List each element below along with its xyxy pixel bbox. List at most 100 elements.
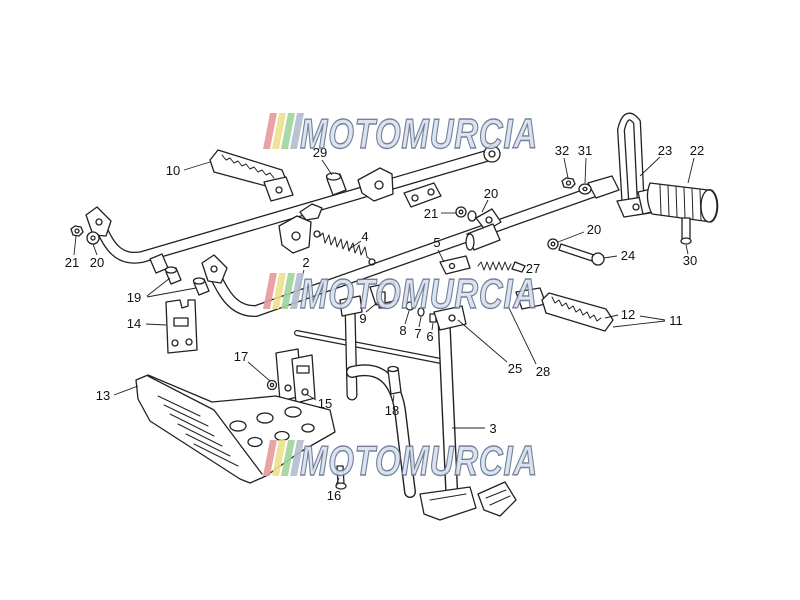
leader-line	[418, 316, 422, 328]
pin-18	[387, 365, 402, 395]
upper-footrest-bar	[85, 145, 501, 274]
bracket-14-hole	[185, 338, 193, 346]
leader-line	[347, 240, 362, 251]
nut-hole	[565, 180, 572, 186]
callout-label: 20	[587, 222, 601, 237]
bracket-15	[275, 348, 316, 404]
callout-label: 17	[234, 349, 248, 364]
callout-label: 22	[690, 143, 704, 158]
footpeg-passenger	[515, 287, 614, 332]
hanger-base-hole	[632, 203, 640, 211]
washer-20	[467, 210, 477, 222]
bracket-14-hole	[171, 339, 179, 347]
leader-line	[335, 477, 340, 486]
stand-foot-edge	[429, 493, 467, 501]
leader-line	[437, 249, 445, 263]
nut-21-hole	[458, 209, 464, 215]
middle-bar-right-plate	[587, 175, 620, 199]
footpeg-left-ridges	[221, 154, 275, 179]
spring-hook	[368, 258, 376, 266]
callout-label: 15	[318, 396, 332, 411]
stand-left-bracket	[339, 295, 363, 317]
callout-label: 19	[127, 290, 141, 305]
stand-foot	[419, 486, 477, 521]
pin-9	[378, 291, 386, 309]
callout-label: 7	[414, 326, 421, 341]
stand-top-bracket-hole	[448, 314, 456, 322]
callout-label: 12	[621, 307, 635, 322]
leader-line	[603, 255, 618, 259]
watermark-stripe	[263, 440, 277, 476]
callout-label: 21	[65, 255, 79, 270]
watermark-stripe	[281, 273, 295, 309]
bushings-19	[164, 266, 210, 296]
leader-line	[687, 157, 695, 184]
leader-line	[321, 159, 333, 176]
skid-plate-hole	[301, 423, 315, 433]
stand-left-leg	[345, 301, 357, 400]
watermark-stripe	[281, 113, 295, 149]
bracket-20-hole	[485, 216, 493, 224]
leader-line	[247, 361, 271, 382]
leader-line	[113, 385, 139, 396]
callout-label: 24	[621, 248, 635, 263]
callout-label: 16	[327, 488, 341, 503]
callout-label: 32	[555, 143, 569, 158]
upper-bar-plate	[403, 182, 442, 208]
leader-line	[145, 323, 167, 326]
footpeg-left-hinge-hole	[275, 186, 283, 194]
leader-line	[604, 314, 619, 319]
washer-20-left-hole	[90, 235, 96, 241]
bolt-17	[266, 379, 278, 391]
spring-27-hook	[511, 261, 526, 273]
mount-hardware	[455, 206, 605, 266]
watermark-stripe	[272, 113, 286, 149]
callout-label: 30	[683, 253, 697, 268]
clip-7	[417, 307, 425, 317]
watermark-middle: MOTOMURCIA	[263, 269, 538, 318]
footpeg-right	[637, 182, 719, 223]
leader-line	[639, 156, 661, 177]
watermark-stripe	[263, 113, 277, 149]
footpeg-right-end	[700, 189, 718, 223]
bushing-19-end	[164, 266, 178, 274]
bracket-5	[439, 255, 471, 275]
leader-line	[365, 301, 379, 313]
callout-label: 5	[433, 235, 440, 250]
leader-line	[584, 157, 587, 184]
leader-line	[639, 315, 666, 321]
watermark-top: MOTOMURCIA	[263, 109, 538, 158]
stand-pedal-ridges	[485, 489, 511, 506]
nut-32	[561, 177, 576, 189]
watermark-text: MOTOMURCIA	[300, 110, 538, 157]
watermark-text: MOTOMURCIA	[300, 437, 538, 484]
bushing-end	[325, 172, 342, 181]
upper-bar-bracket-hole	[374, 180, 384, 190]
left-hardware	[70, 225, 100, 245]
skid-plate-hole	[284, 406, 302, 418]
bracket-14-slot	[173, 317, 189, 327]
leader-line	[612, 320, 666, 328]
callout-label: 25	[508, 361, 522, 376]
bracket-14	[165, 299, 198, 354]
washer-31	[578, 183, 592, 195]
leader-line	[507, 305, 537, 365]
bolt-24-shank	[558, 243, 595, 262]
upper-bar-plate-hole	[411, 194, 419, 202]
upper-bar-plate-hole	[427, 188, 435, 196]
bracket-15-hole	[284, 384, 292, 392]
skid-plate-fold	[147, 375, 263, 475]
leader-line	[183, 161, 211, 171]
stand-right-leg	[438, 314, 458, 504]
callout-label: 2	[302, 255, 309, 270]
washer-8	[405, 301, 415, 311]
leader-line	[685, 244, 689, 255]
leader-line	[404, 310, 410, 325]
callout-label: 9	[359, 311, 366, 326]
upper-bar-tab	[299, 203, 323, 221]
skid-plate-hole	[256, 412, 274, 424]
watermark-text: MOTOMURCIA	[300, 270, 538, 317]
bolt-24-head	[591, 252, 605, 266]
washer-hole	[582, 186, 588, 192]
